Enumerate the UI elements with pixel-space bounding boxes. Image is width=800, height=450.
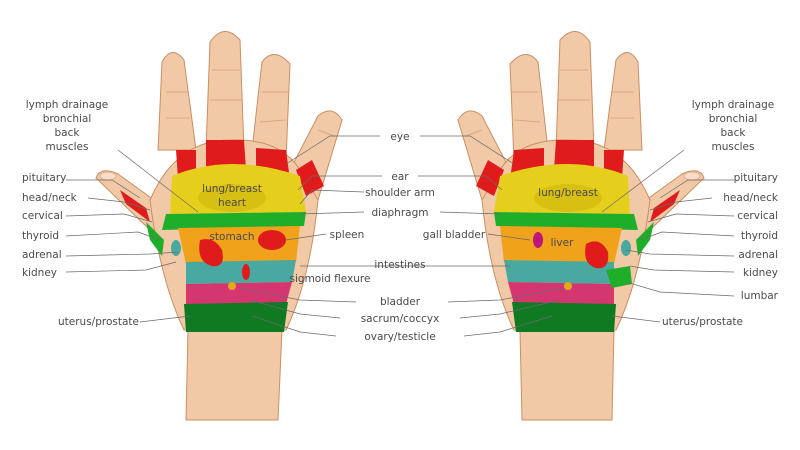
right-intestine-zone [504, 260, 614, 284]
right-little-finger [603, 52, 643, 151]
label-muscles-left: muscles [46, 141, 89, 153]
label-thyroid-left: thyroid [22, 230, 59, 242]
label-cervical-right: cervical [737, 210, 778, 222]
label-bladder: bladder [380, 296, 421, 308]
left-finger-creases [166, 69, 335, 137]
right-middle-finger [509, 54, 549, 161]
left-adrenal-spot [171, 240, 181, 256]
right-lower-pink-zone [508, 282, 614, 306]
label-liver: liver [551, 237, 575, 249]
label-muscles-right: muscles [712, 141, 755, 153]
right-wrist [519, 329, 615, 421]
label-heart: heart [218, 197, 246, 209]
right-adrenal-spot [621, 240, 631, 256]
left-little-finger [157, 52, 197, 151]
right-thumb-nail [683, 171, 701, 181]
label-ovary-testicle: ovary/testicle [364, 331, 435, 343]
label-head-neck-left: head/neck [22, 192, 78, 204]
label-adrenal-right: adrenal [738, 249, 778, 261]
right-liver-organ [585, 241, 609, 269]
right-index-red-band [476, 160, 504, 196]
label-sigmoid-flexure: sigmoid flexure [290, 273, 371, 285]
label-pituitary-right: pituitary [734, 172, 778, 184]
label-head-neck-right: head/neck [723, 192, 779, 204]
label-bronchial-right: bronchial [709, 113, 758, 125]
right-lung-organ [534, 184, 602, 212]
left-lower-pink-zone [186, 282, 292, 306]
label-cervical-left: cervical [22, 210, 63, 222]
left-ring-finger [205, 31, 245, 151]
label-eye: eye [390, 131, 409, 143]
right-wrist-band [512, 302, 616, 332]
left-sigmoid-spot [242, 264, 250, 280]
label-uterus-prostate-right: uterus/prostate [662, 316, 743, 328]
right-thumb-green-strip [636, 222, 654, 256]
in-hand-labels: lung/breast heart stomach sigmoid flexur… [202, 183, 598, 285]
label-lung-breast-right: lung/breast [538, 187, 598, 199]
left-intestine-zone [186, 260, 296, 284]
label-diaphragm: diaphragm [372, 207, 429, 219]
label-lumbar-right: lumbar [741, 290, 779, 302]
label-sacrum-coccyx: sacrum/coccyx [361, 313, 440, 325]
left-diaphragm-band [162, 212, 306, 230]
right-hand [457, 31, 705, 421]
left-thumb-nail [99, 171, 117, 181]
left-labels: lymph drainage bronchial back muscles pi… [22, 99, 139, 328]
label-pituitary-left: pituitary [22, 172, 66, 184]
right-finger-creases [465, 69, 634, 137]
label-kidney-right: kidney [743, 267, 778, 279]
label-lymph-drainage-right: lymph drainage [692, 99, 775, 111]
label-gall-bladder: gall bladder [423, 229, 486, 241]
label-ear: ear [391, 171, 409, 183]
right-bladder-spot [564, 282, 572, 290]
left-bladder-spot [228, 282, 236, 290]
left-spleen-organ [258, 230, 286, 250]
left-wrist-band [184, 302, 288, 332]
label-lymph-drainage-left: lymph drainage [26, 99, 109, 111]
left-stomach-organ [199, 239, 223, 267]
label-adrenal-left: adrenal [22, 249, 62, 261]
label-stomach: stomach [209, 231, 254, 243]
label-back-left: back [55, 127, 81, 139]
label-uterus-prostate-left: uterus/prostate [58, 316, 139, 328]
leader-lines [65, 135, 735, 337]
left-thumb-red-strip [120, 190, 150, 222]
right-gallbladder-spot [533, 232, 543, 248]
right-thumb-red-strip [650, 190, 680, 222]
center-labels: eye ear shoulder arm diaphragm spleen ga… [330, 131, 486, 343]
right-ring-finger [555, 31, 595, 151]
left-hand [95, 31, 343, 421]
label-bronchial-left: bronchial [43, 113, 92, 125]
right-lumbar-zone [606, 266, 632, 288]
label-shoulder-arm: shoulder arm [365, 187, 435, 199]
label-intestines: intestines [374, 259, 425, 271]
left-heart-organ [198, 184, 266, 212]
label-spleen: spleen [330, 229, 365, 241]
left-wrist [185, 329, 283, 421]
left-middle-finger [251, 54, 291, 161]
label-lung-breast-left: lung/breast [202, 183, 262, 195]
label-back-right: back [721, 127, 747, 139]
left-thumb-green-strip [146, 222, 164, 256]
label-kidney-left: kidney [22, 267, 57, 279]
right-labels: lymph drainage bronchial back muscles pi… [662, 99, 779, 328]
right-diaphragm-band [494, 212, 638, 230]
label-thyroid-right: thyroid [741, 230, 778, 242]
